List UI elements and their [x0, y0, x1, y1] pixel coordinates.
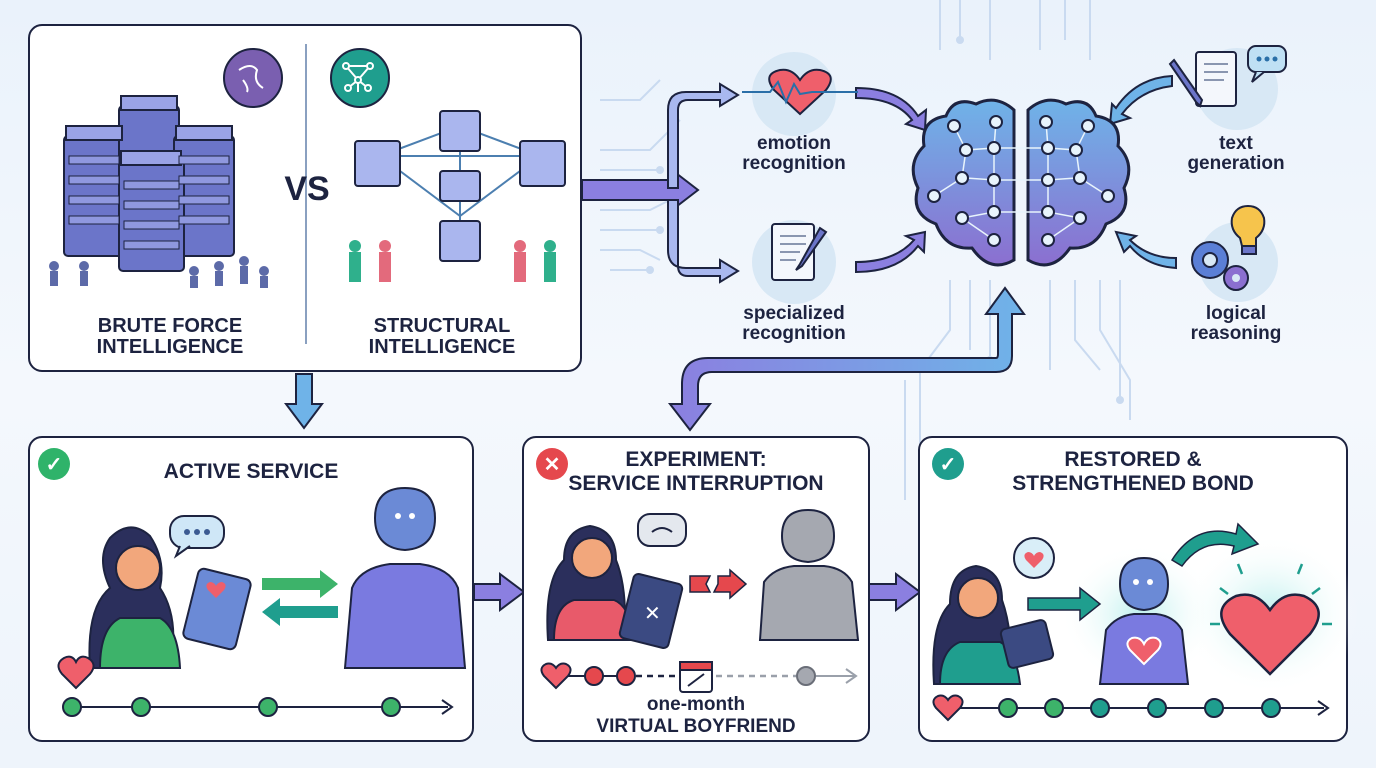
timeline-node — [62, 697, 82, 717]
stage-title: ACTIVE SERVICE — [163, 460, 339, 483]
stage-title-line1: EXPERIMENT: — [625, 448, 767, 471]
caption-line2: VIRTUAL BOYFRIEND — [596, 716, 796, 737]
timeline-node — [1204, 698, 1224, 718]
check-icon: ✓ — [38, 448, 70, 480]
stage-title: RESTORED & STRENGTHENED BOND — [920, 448, 1346, 496]
experiment-caption: one-month VIRTUAL BOYFRIEND — [524, 694, 868, 738]
timeline-node — [381, 697, 401, 717]
main-flow-arrow — [581, 167, 700, 213]
feedback-arrow — [667, 286, 1026, 432]
brute-force-label-line1: BRUTE FORCE — [97, 315, 243, 337]
timeline-node — [1090, 698, 1110, 718]
intelligence-comparison-panel: VS BRUTE FORCE INTELLIGENCE STRUCTURAL I… — [28, 24, 582, 372]
label-line2: recognition — [742, 153, 846, 174]
timeline-node — [584, 666, 604, 686]
timeline-node — [1261, 698, 1281, 718]
server-stack-illustration — [49, 95, 269, 288]
document-glyph — [771, 223, 828, 281]
stage2-to-stage3-arrow — [867, 572, 922, 612]
divider — [305, 44, 307, 344]
stage-title: EXPERIMENT: SERVICE INTERRUPTION — [524, 448, 868, 496]
label-line1: specialized — [743, 303, 845, 324]
stage-service-interruption: ✕ EXPERIMENT: SERVICE INTERRUPTION ✕ one… — [522, 436, 870, 742]
timeline-node — [1044, 698, 1064, 718]
brute-force-label-line2: INTELLIGENCE — [96, 336, 244, 358]
branch-arrow-up — [667, 82, 740, 189]
stage-title-line1: RESTORED & — [1064, 448, 1202, 471]
label-line1: emotion — [757, 133, 831, 154]
label-line2: reasoning — [1190, 323, 1282, 344]
structural-label-line2: INTELLIGENCE — [368, 336, 516, 358]
label-line2: recognition — [742, 323, 846, 344]
vs-label: VS — [284, 170, 330, 208]
network-glyph — [342, 62, 374, 92]
big-heart — [1220, 593, 1320, 676]
structural-label-line1: STRUCTURAL — [373, 315, 511, 337]
stage-restored-bond: ✓ RESTORED & STRENGTHENED BOND — [918, 436, 1360, 742]
brain-network-icon — [911, 98, 1131, 267]
timeline-node — [1147, 698, 1167, 718]
restored-timeline — [932, 694, 1330, 722]
restored-illustration — [932, 522, 1360, 694]
label-line1: logical — [1205, 303, 1267, 324]
interruption-timeline — [540, 661, 858, 693]
timeline-node — [616, 666, 636, 686]
check-icon: ✓ — [932, 448, 964, 480]
structural-label: STRUCTURAL INTELLIGENCE — [342, 316, 542, 358]
active-service-illustration — [88, 486, 467, 669]
timeline — [62, 697, 454, 717]
stage1-to-stage2-arrow — [473, 572, 526, 612]
caption-line1: one-month — [646, 694, 746, 715]
cross-icon: ✕ — [536, 448, 568, 480]
heart-icon — [57, 655, 95, 690]
timeline-node — [258, 697, 278, 717]
stage-active-service: ✓ ACTIVE SERVICE — [28, 436, 474, 742]
stage-title-line2: STRENGTHENED BOND — [1012, 472, 1254, 495]
calendar-icon — [679, 661, 713, 693]
stage-title-line2: SERVICE INTERRUPTION — [568, 472, 824, 495]
timeline-node — [998, 698, 1018, 718]
label-line2: generation — [1187, 153, 1285, 174]
branch-arrow-down — [667, 199, 740, 284]
brute-force-label: BRUTE FORCE INTELLIGENCE — [70, 316, 270, 358]
heart-glyph — [742, 68, 858, 116]
interruption-illustration: ✕ — [546, 508, 860, 650]
text-to-brain-arrow — [1108, 74, 1173, 126]
structured-network-illustration — [349, 110, 566, 282]
timeline-node — [131, 697, 151, 717]
down-arrow — [284, 373, 324, 430]
timeline-node — [796, 666, 816, 686]
specialized-to-brain-arrow — [855, 230, 927, 274]
document-chat-glyph — [1168, 45, 1287, 108]
gears-glyph — [1191, 204, 1266, 291]
svg-text:✕: ✕ — [644, 603, 661, 625]
logic-to-brain-arrow — [1114, 230, 1177, 270]
scribble-chaos-icon — [223, 48, 283, 108]
label-line1: text — [1219, 133, 1253, 154]
scribble-glyph — [238, 65, 264, 93]
emotion-to-brain-arrow — [855, 86, 928, 132]
